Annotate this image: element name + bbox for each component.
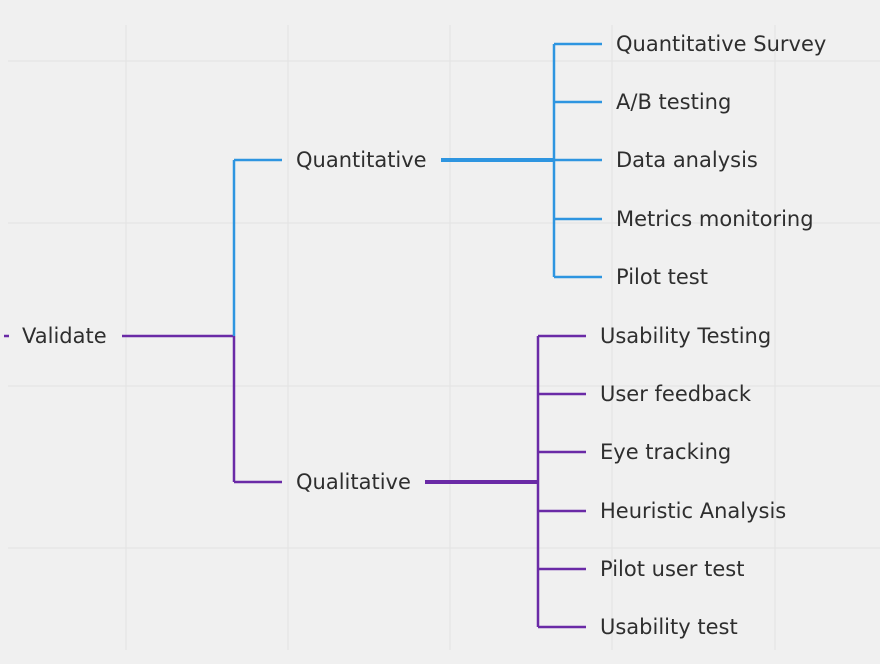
leaf-node-ab-testing[interactable]: A/B testing [616,90,732,114]
leaf-node-user-feedback[interactable]: User feedback [600,382,752,406]
leaf-node-eye-tracking[interactable]: Eye tracking [600,440,732,464]
branch-node-quantitative[interactable]: Quantitative [296,148,427,172]
leaf-node-heuristic-analysis[interactable]: Heuristic Analysis [600,499,787,523]
leaf-node-metrics-monitoring[interactable]: Metrics monitoring [616,207,814,231]
leaf-node-quantitative-survey[interactable]: Quantitative Survey [616,32,827,56]
leaf-node-pilot-user-test[interactable]: Pilot user test [600,557,745,581]
leaf-node-data-analysis[interactable]: Data analysis [616,148,758,172]
root-node-validate[interactable]: Validate [22,324,107,348]
leaf-node-usability-testing[interactable]: Usability Testing [600,324,772,348]
branch-node-qualitative[interactable]: Qualitative [296,470,411,494]
leaf-node-usability-test[interactable]: Usability test [600,615,738,639]
leaf-node-pilot-test[interactable]: Pilot test [616,265,708,289]
